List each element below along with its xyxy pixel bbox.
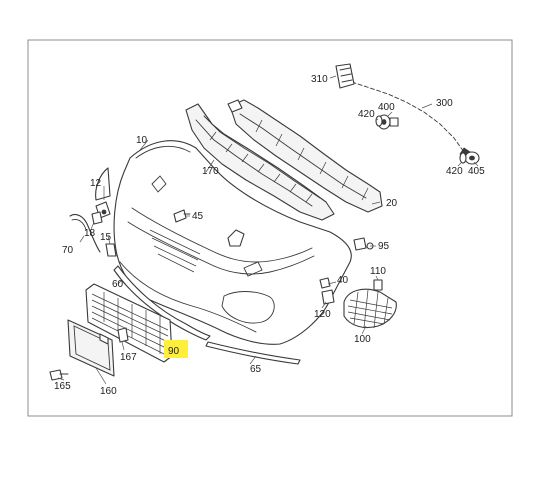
label-167[interactable]: 167 <box>120 352 137 363</box>
diagram-frame <box>27 39 513 417</box>
label-120[interactable]: 120 <box>314 309 331 320</box>
label-300[interactable]: 300 <box>436 98 453 109</box>
part-170-absorber[interactable] <box>185 103 335 221</box>
part-95-clip[interactable] <box>353 237 374 251</box>
label-405[interactable]: 405 <box>468 166 485 177</box>
part-70-trim-strip[interactable] <box>69 213 101 253</box>
label-45[interactable]: 45 <box>192 211 204 222</box>
label-420-b[interactable]: 420 <box>446 166 463 177</box>
part-110-clip[interactable] <box>373 279 383 291</box>
label-110[interactable]: 110 <box>370 266 386 277</box>
part-165-screw[interactable] <box>49 369 69 381</box>
part-12-bracket[interactable] <box>95 167 111 219</box>
label-165[interactable]: 165 <box>54 381 71 392</box>
part-40-screw[interactable] <box>319 277 331 289</box>
label-170[interactable]: 170 <box>202 166 219 177</box>
part-310-connector[interactable] <box>335 63 355 89</box>
part-45-screw[interactable] <box>173 209 191 223</box>
part-90-lower-grille[interactable] <box>85 283 173 363</box>
part-60-trim-strip[interactable] <box>113 265 211 341</box>
label-15[interactable]: 15 <box>100 232 112 243</box>
label-90-highlight <box>164 340 188 358</box>
part-65-spoiler-lip[interactable] <box>205 341 301 365</box>
label-40[interactable]: 40 <box>337 275 349 286</box>
part-300-wiring-harness[interactable] <box>351 81 471 159</box>
label-12[interactable]: 12 <box>90 178 102 189</box>
label-70[interactable]: 70 <box>62 245 74 256</box>
label-95[interactable]: 95 <box>378 241 390 252</box>
part-420-sensor-ring-a[interactable] <box>375 115 383 127</box>
label-90[interactable]: 90 <box>168 346 180 357</box>
label-310[interactable]: 310 <box>311 74 328 85</box>
part-18-clip[interactable] <box>91 211 103 225</box>
part-167-clip[interactable] <box>117 327 129 343</box>
part-100-fog-lamp-grille[interactable] <box>343 288 397 329</box>
label-400[interactable]: 400 <box>378 102 395 113</box>
label-100[interactable]: 100 <box>354 334 371 345</box>
part-15-clip[interactable] <box>105 243 117 257</box>
label-65[interactable]: 65 <box>250 364 262 375</box>
part-120-clip[interactable] <box>321 289 335 305</box>
label-10[interactable]: 10 <box>136 135 148 146</box>
part-420-sensor-ring-b[interactable] <box>459 152 467 164</box>
part-405-sensor[interactable] <box>464 151 480 165</box>
label-160[interactable]: 160 <box>100 386 117 397</box>
label-420-a[interactable]: 420 <box>358 109 375 120</box>
part-labels: 10 12 18 15 20 40 45 60 65 70 90 95 100 … <box>54 74 485 397</box>
label-18[interactable]: 18 <box>84 228 96 239</box>
part-20-crash-absorber[interactable] <box>227 99 383 213</box>
part-10-bumper-cover[interactable] <box>113 140 352 345</box>
part-160-license-plate-holder[interactable] <box>67 319 115 377</box>
label-60[interactable]: 60 <box>112 279 124 290</box>
label-20[interactable]: 20 <box>386 198 398 209</box>
